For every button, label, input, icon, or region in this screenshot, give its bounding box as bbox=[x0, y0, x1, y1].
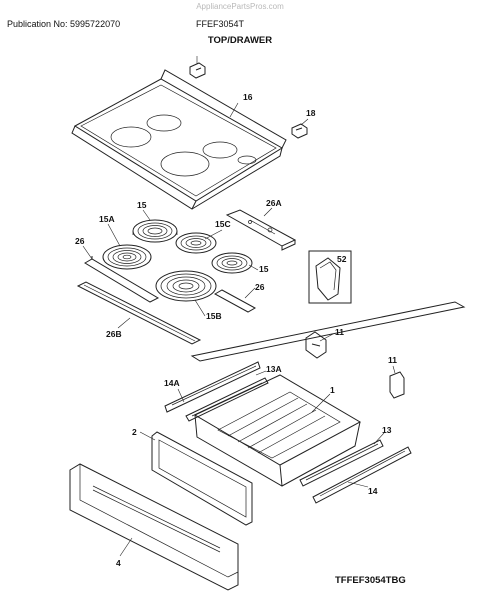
part-label-13a: 13A bbox=[266, 364, 282, 374]
part-label-15a: 15A bbox=[99, 214, 115, 224]
watermark-text: AppliancePartsPros.com bbox=[196, 2, 284, 11]
part-label-26a: 26A bbox=[266, 198, 282, 208]
bracket-26a bbox=[225, 209, 297, 251]
bracket-11-right bbox=[389, 371, 405, 399]
burner-15-rear bbox=[132, 219, 178, 243]
drawer-frame bbox=[151, 431, 253, 526]
model-number: FFEF3054T bbox=[196, 19, 245, 29]
leader-lines bbox=[82, 56, 396, 557]
part-label-16: 16 bbox=[243, 92, 253, 102]
part-label-14: 14 bbox=[368, 486, 378, 496]
drawer-front-panel bbox=[69, 463, 239, 591]
slide-rail-14a bbox=[164, 361, 261, 413]
part-label-15b: 15B bbox=[206, 311, 222, 321]
part-label-52: 52 bbox=[337, 254, 347, 264]
part-label-13: 13 bbox=[382, 425, 392, 435]
section-divider bbox=[190, 301, 466, 362]
bracket-18 bbox=[291, 123, 308, 139]
part-label-15-right: 15 bbox=[259, 264, 269, 274]
trim-26b bbox=[76, 281, 202, 345]
burner-15b bbox=[155, 270, 217, 302]
rail-13 bbox=[299, 439, 384, 487]
burner-15c bbox=[175, 232, 217, 254]
part-label-15: 15 bbox=[137, 200, 147, 210]
burner-15a bbox=[102, 244, 152, 270]
part-label-26: 26 bbox=[75, 236, 85, 246]
cooktop-glass bbox=[71, 69, 287, 210]
bracket-11-upper bbox=[305, 331, 327, 359]
part-label-1: 1 bbox=[330, 385, 335, 395]
publication-number: Publication No: 5995722070 bbox=[7, 19, 121, 29]
part-label-18: 18 bbox=[306, 108, 316, 118]
inset-52 bbox=[308, 250, 352, 304]
part-label-14a: 14A bbox=[164, 378, 180, 388]
part-label-15c: 15C bbox=[215, 219, 231, 229]
bracket-26-right bbox=[213, 289, 257, 313]
diagram-code: TFFEF3054TBG bbox=[335, 575, 406, 586]
part-label-11: 11 bbox=[335, 327, 344, 337]
part-label-26-right: 26 bbox=[255, 282, 265, 292]
clip-top bbox=[189, 62, 206, 79]
part-label-26b: 26B bbox=[106, 329, 122, 339]
burner-15-right bbox=[211, 252, 253, 274]
slide-rail-14 bbox=[312, 446, 412, 504]
part-label-11-right: 11 bbox=[388, 355, 397, 365]
drawer-body bbox=[193, 374, 362, 487]
part-label-2: 2 bbox=[132, 427, 137, 437]
part-label-4: 4 bbox=[116, 558, 121, 568]
section-title: TOP/DRAWER bbox=[207, 35, 273, 46]
